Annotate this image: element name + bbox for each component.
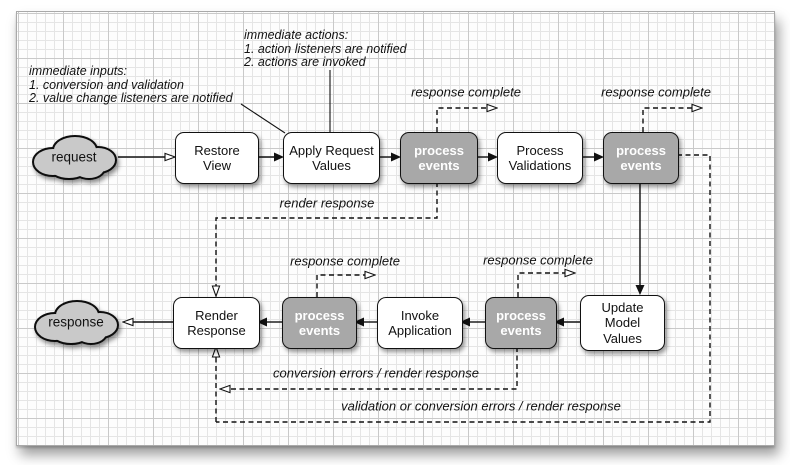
dashed-response-complete-1	[436, 108, 487, 132]
dashed-validation-errors-path	[216, 154, 711, 423]
response-complete-label-1: response complete	[411, 84, 521, 100]
response-cloud-label: response	[48, 314, 104, 330]
graph-paper-page: request response Restore View Apply Requ…	[16, 11, 775, 446]
box-invoke-application: Invoke Application	[377, 297, 463, 349]
immediate-actions-note: immediate actions: 1. action listeners a…	[244, 28, 407, 69]
response-complete-label-2: response complete	[601, 84, 711, 100]
box-process-events-2: process events	[603, 132, 679, 184]
box-apply-request-values: Apply Request Values	[283, 132, 380, 184]
dashed-response-complete-2	[642, 108, 692, 132]
box-process-events-1: process events	[400, 132, 478, 184]
dashed-conversion-errors-path	[230, 347, 518, 389]
box-render-response: Render Response	[173, 297, 260, 349]
response-complete-label-4: response complete	[483, 252, 593, 268]
immediate-inputs-pointer-line	[240, 103, 286, 134]
dashed-response-complete-3	[316, 275, 365, 297]
box-process-validations: Process Validations	[497, 132, 583, 184]
render-response-label: render response	[279, 195, 375, 211]
dashed-response-complete-4	[517, 273, 565, 297]
request-cloud-label: request	[51, 149, 97, 165]
response-complete-label-3: response complete	[290, 253, 400, 269]
diagram-connectors	[32, 70, 711, 423]
box-process-events-3: process events	[282, 297, 357, 349]
box-process-events-4: process events	[485, 297, 557, 349]
box-restore-view: Restore View	[175, 132, 259, 184]
dashed-render-response-path	[216, 182, 438, 286]
validation-or-conversion-errors-label: validation or conversion errors / render…	[341, 398, 621, 414]
box-update-model-values: Update Model Values	[580, 295, 665, 351]
conversion-errors-label: conversion errors / render response	[273, 365, 479, 381]
immediate-inputs-note: immediate inputs: 1. conversion and vali…	[29, 64, 233, 105]
